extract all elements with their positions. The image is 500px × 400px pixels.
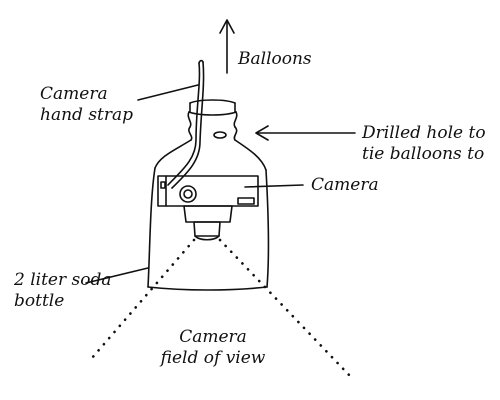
drilled-hole-arrow (255, 125, 356, 141)
camera-lens (183, 205, 233, 241)
camera-leader (244, 184, 304, 188)
field-of-view-label: Camera field of view (138, 327, 288, 369)
bottle-label-line2: bottle (14, 291, 65, 311)
hand-strap-label-line1: Camera (40, 84, 108, 104)
camera-label: Camera (311, 175, 379, 195)
balloons-label: Balloons (238, 49, 312, 69)
drilled-hole (213, 131, 227, 139)
hand-strap-leader (137, 84, 199, 101)
balloons-arrow (219, 19, 235, 74)
bottle-leader (85, 267, 149, 284)
field-of-view-label-line2: field of view (160, 348, 266, 368)
drilled-hole-label-line2: tie balloons to (362, 144, 485, 164)
hand-strap-label: Camera hand strap (40, 84, 133, 126)
hand-strap (167, 59, 205, 189)
bottle-label: 2 liter soda bottle (14, 270, 112, 312)
drilled-hole-label: Drilled hole to tie balloons to (362, 123, 486, 165)
field-of-view-label-line1: Camera (179, 327, 247, 347)
field-of-view-lines (90, 238, 352, 378)
bottle-label-line1: 2 liter soda (14, 270, 112, 290)
soda-bottle-outline (147, 99, 270, 291)
hand-strap-label-line2: hand strap (40, 105, 134, 125)
drilled-hole-label-line1: Drilled hole to (362, 123, 486, 143)
